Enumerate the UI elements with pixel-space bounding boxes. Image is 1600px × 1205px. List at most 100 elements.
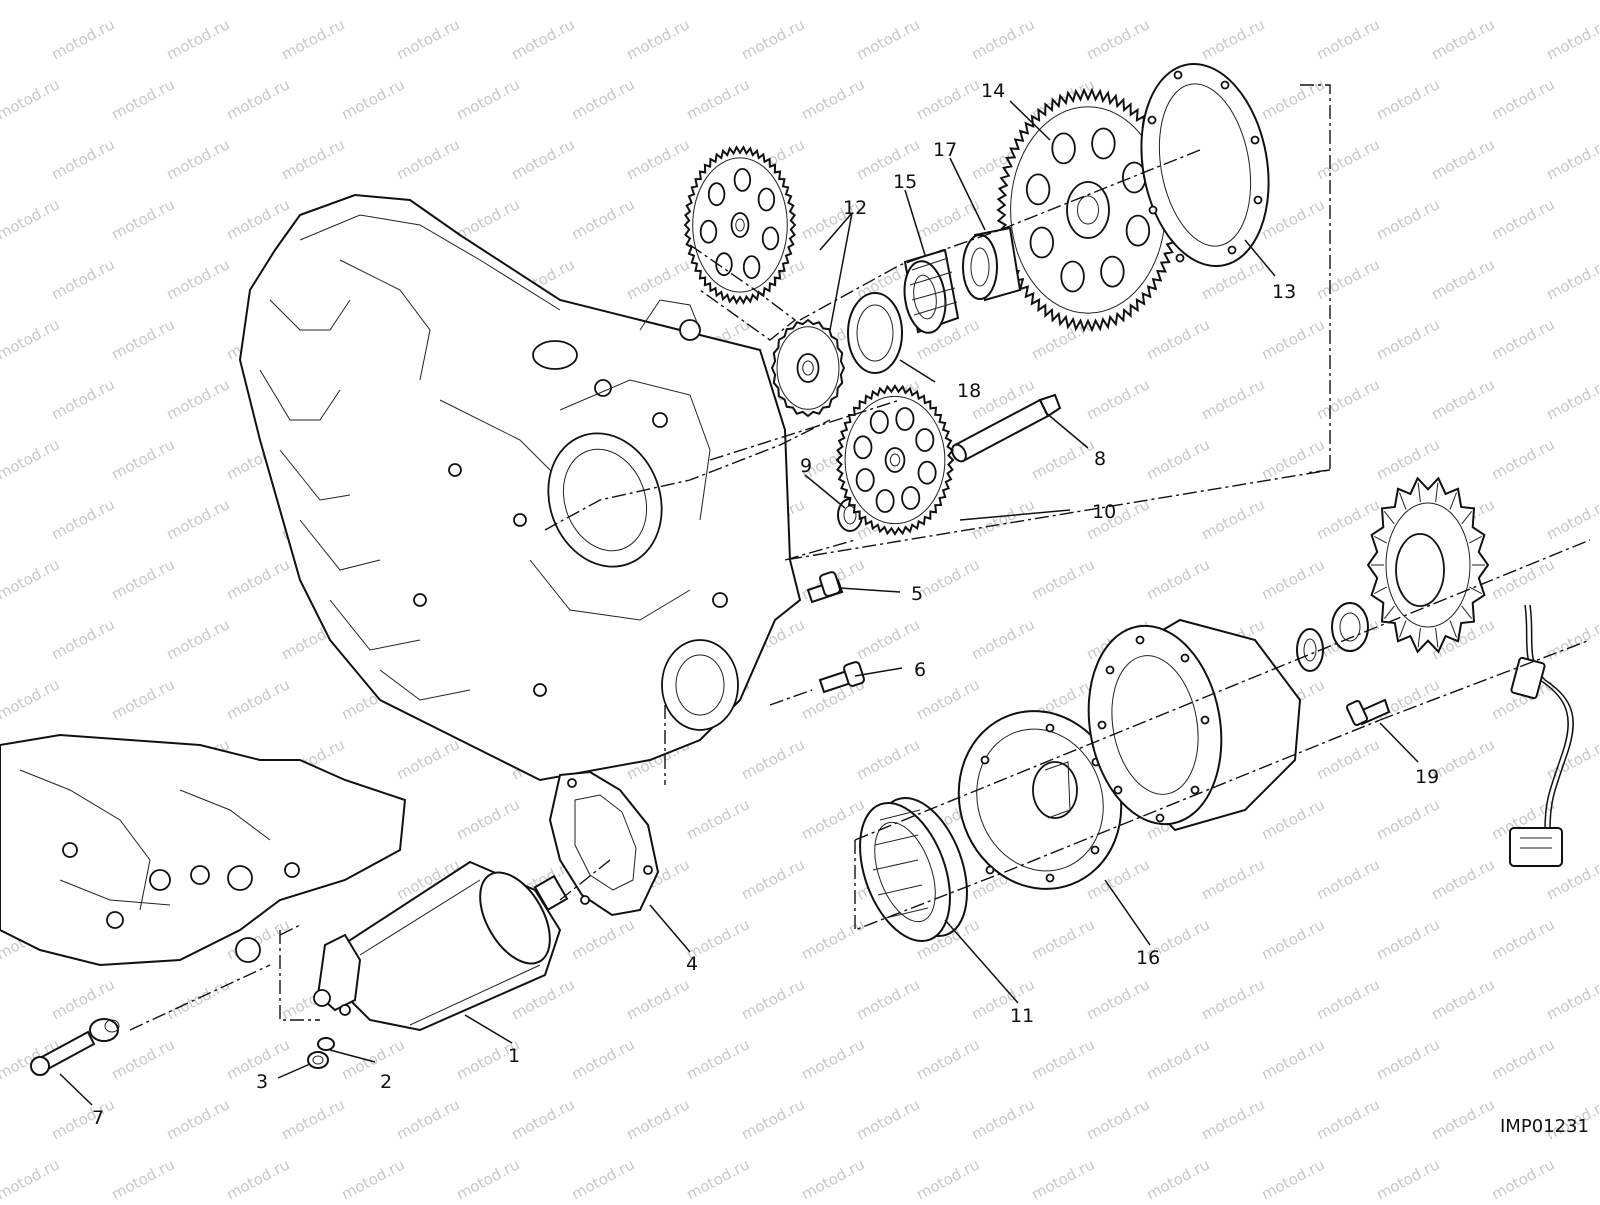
- watermark-text: motod.ru: [0, 135, 3, 183]
- watermark-text: motod.ru: [623, 135, 692, 183]
- watermark-text: motod.ru: [683, 1155, 752, 1200]
- watermark-text: motod.ru: [683, 0, 752, 4]
- watermark-text: motod.ru: [48, 255, 117, 303]
- watermark-text: motod.ru: [1373, 795, 1442, 843]
- watermark-text: motod.ru: [738, 735, 807, 783]
- watermark-text: motod.ru: [1428, 1095, 1497, 1143]
- callout-10: 10: [1092, 501, 1116, 523]
- watermark-text: motod.ru: [1373, 195, 1442, 243]
- watermark-text: motod.ru: [108, 315, 177, 363]
- watermark-text: motod.ru: [1313, 855, 1382, 903]
- part-11-freewheel-clutch: [859, 796, 968, 943]
- watermark-text: motod.ru: [0, 75, 63, 123]
- watermark-text: motod.ru: [1143, 1035, 1212, 1083]
- callout-15: 15: [893, 171, 917, 193]
- watermark-text: motod.ru: [0, 435, 63, 483]
- watermark-text: motod.ru: [683, 75, 752, 123]
- callout-17: 17: [933, 139, 957, 161]
- callout-1: 1: [508, 1045, 520, 1067]
- watermark-text: motod.ru: [1488, 1035, 1557, 1083]
- watermark-text: motod.ru: [163, 615, 232, 663]
- watermark-text: motod.ru: [1428, 375, 1497, 423]
- part-17-bushing: [962, 226, 1022, 302]
- watermark-text: motod.ru: [798, 795, 867, 843]
- watermark-text: motod.ru: [683, 795, 752, 843]
- watermark-text: motod.ru: [913, 1155, 982, 1200]
- watermark-text: motod.ru: [568, 915, 637, 963]
- watermark-text: motod.ru: [623, 975, 692, 1023]
- watermark-text: motod.ru: [1373, 1035, 1442, 1083]
- callout-5: 5: [911, 583, 923, 605]
- watermark-text: motod.ru: [853, 615, 922, 663]
- watermark-text: motod.ru: [0, 315, 63, 363]
- watermark-text: motod.ru: [1028, 435, 1097, 483]
- watermark-text: motod.ru: [163, 135, 232, 183]
- watermark-text: motod.ru: [1488, 75, 1557, 123]
- watermark-text: motod.ru: [1428, 855, 1497, 903]
- watermark-text: motod.ru: [278, 1095, 347, 1143]
- watermark-text: motod.ru: [0, 675, 63, 723]
- watermark-text: motod.ru: [1313, 255, 1382, 303]
- callout-7: 7: [92, 1107, 104, 1129]
- watermark-text: motod.ru: [1028, 915, 1097, 963]
- watermark-text: motod.ru: [1143, 435, 1212, 483]
- part-12-double-gear-large: [683, 145, 797, 305]
- watermark-text: motod.ru: [913, 555, 982, 603]
- watermark-text: motod.ru: [798, 1035, 867, 1083]
- watermark-text: motod.ru: [223, 0, 292, 4]
- watermark-text: motod.ru: [853, 975, 922, 1023]
- watermark-text: motod.ru: [1198, 975, 1267, 1023]
- watermark-text: motod.ru: [338, 75, 407, 123]
- watermark-text: motod.ru: [453, 75, 522, 123]
- watermark-text: motod.ru: [853, 15, 922, 63]
- part-7-bolt: [30, 1018, 120, 1076]
- watermark-text: motod.ru: [1198, 375, 1267, 423]
- watermark-text: motod.ru: [223, 1155, 292, 1200]
- callout-2: 2: [380, 1071, 392, 1093]
- watermark-text: motod.ru: [0, 15, 3, 63]
- watermark-text: motod.ru: [1083, 975, 1152, 1023]
- watermark-text: motod.ru: [108, 0, 177, 4]
- part-16-flywheel: [957, 710, 1123, 890]
- watermark-text: motod.ru: [1028, 1035, 1097, 1083]
- watermark-text: motod.ru: [0, 1095, 3, 1143]
- watermark-text: motod.ru: [1543, 375, 1600, 423]
- watermark-text: motod.ru: [738, 975, 807, 1023]
- callout-leader-lines: [59, 100, 1419, 1106]
- watermark-text: motod.ru: [738, 855, 807, 903]
- watermark-text: motod.ru: [278, 135, 347, 183]
- watermark-text: motod.ru: [453, 1155, 522, 1200]
- watermark-text: motod.ru: [48, 15, 117, 63]
- watermark-text: motod.ru: [1258, 75, 1327, 123]
- watermark-text: motod.ru: [108, 1155, 177, 1200]
- assembly-axis-lines: [129, 84, 1591, 1031]
- watermark-text: motod.ru: [1543, 975, 1600, 1023]
- watermark-text: motod.ru: [798, 915, 867, 963]
- watermark-text: motod.ru: [1313, 135, 1382, 183]
- watermark-text: motod.ru: [48, 615, 117, 663]
- part-15-needle-bearing: [903, 248, 960, 334]
- watermark-text: motod.ru: [1198, 15, 1267, 63]
- watermark-text: motod.ru: [568, 0, 637, 4]
- watermark-text: motod.ru: [48, 375, 117, 423]
- watermark-text: motod.ru: [798, 0, 867, 4]
- watermark-text: motod.ru: [1258, 1155, 1327, 1200]
- rotor-spacer: [1331, 602, 1369, 652]
- watermark-text: motod.ru: [1543, 495, 1600, 543]
- watermark-text: motod.ru: [108, 1035, 177, 1083]
- watermark-text: motod.ru: [1083, 375, 1152, 423]
- watermark-text: motod.ru: [1313, 15, 1382, 63]
- watermark-text: motod.ru: [1143, 315, 1212, 363]
- watermark-text: motod.ru: [968, 615, 1037, 663]
- watermark-text: motod.ru: [1143, 1155, 1212, 1200]
- watermark-text: motod.ru: [1083, 1095, 1152, 1143]
- watermark-text: motod.ru: [48, 135, 117, 183]
- watermark-text: motod.ru: [1198, 1095, 1267, 1143]
- watermark-text: motod.ru: [163, 1095, 232, 1143]
- watermark-text: motod.ru: [1373, 915, 1442, 963]
- watermark-text: motod.ru: [0, 195, 63, 243]
- callout-4: 4: [686, 953, 698, 975]
- watermark-text: motod.ru: [738, 15, 807, 63]
- callout-6: 6: [914, 659, 926, 681]
- callout-11: 11: [1010, 1005, 1034, 1027]
